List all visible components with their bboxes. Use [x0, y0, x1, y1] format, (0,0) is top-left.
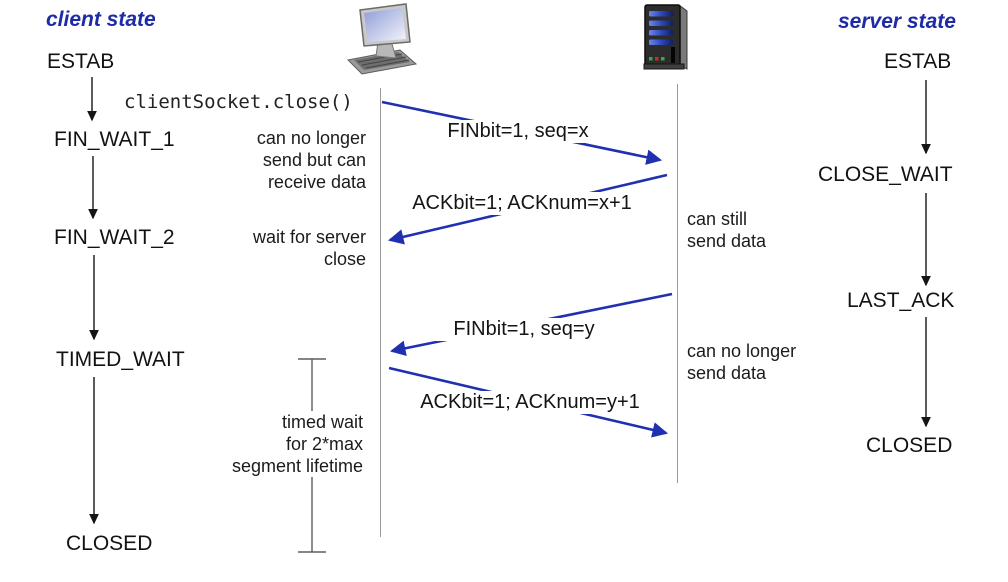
- note-line: can still: [687, 209, 748, 229]
- server-state-close-wait: CLOSE_WAIT: [818, 163, 953, 186]
- client-state-fin-wait-2: FIN_WAIT_2: [54, 226, 175, 249]
- fin2-message-label: FINbit=1, seq=y: [433, 318, 615, 341]
- server-timeline: [677, 84, 678, 483]
- server-note-no-longer-send: can no longer send data: [687, 340, 796, 384]
- client-note-wait-for-server: wait for server close: [198, 226, 366, 270]
- note-line: segment lifetime: [231, 456, 363, 476]
- server-state-header: server state: [838, 10, 956, 33]
- server-tower-icon: [643, 4, 688, 70]
- client-timeline: [380, 88, 381, 537]
- note-line: receive data: [267, 172, 366, 192]
- ack2-message-label: ACKbit=1; ACKnum=y+1: [396, 391, 664, 414]
- note-line: send but can: [262, 150, 366, 170]
- note-line: send data: [687, 363, 767, 383]
- note-line: timed wait: [281, 412, 363, 432]
- message-arrows: [381, 100, 673, 438]
- client-note-timed-wait: timed wait for 2*max segment lifetime: [200, 411, 363, 477]
- server-note-can-still-send: can still send data: [687, 208, 766, 252]
- server-state-estab: ESTAB: [884, 50, 952, 73]
- ack1-message-label: ACKbit=1; ACKnum=x+1: [389, 192, 655, 215]
- note-line: can no longer: [687, 341, 797, 361]
- note-line: wait for server: [252, 227, 366, 247]
- note-line: send data: [687, 231, 767, 251]
- fin1-message-label: FINbit=1, seq=x: [428, 120, 608, 143]
- client-state-estab: ESTAB: [47, 50, 115, 73]
- server-state-closed: CLOSED: [866, 434, 953, 457]
- server-state-last-ack: LAST_ACK: [847, 289, 955, 312]
- desktop-computer-icon: [346, 3, 418, 75]
- client-note-no-longer-send: can no longer send but can receive data: [198, 127, 366, 193]
- client-state-timed-wait: TIMED_WAIT: [56, 348, 185, 371]
- client-socket-close-event: clientSocket.close(): [124, 91, 353, 113]
- client-state-header: client state: [46, 8, 156, 31]
- note-line: can no longer: [256, 128, 366, 148]
- note-line: for 2*max: [285, 434, 363, 454]
- client-state-fin-wait-1: FIN_WAIT_1: [54, 128, 175, 151]
- note-line: close: [323, 249, 366, 269]
- client-state-closed: CLOSED: [66, 532, 153, 555]
